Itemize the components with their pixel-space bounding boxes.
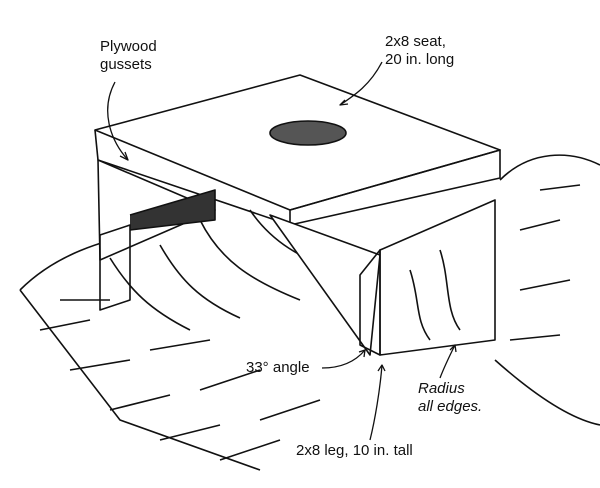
label-seat: 2x8 seat, 20 in. long — [385, 33, 454, 69]
label-line: gussets — [100, 56, 152, 73]
label-leg: 2x8 leg, 10 in. tall — [296, 442, 413, 459]
label-line: Plywood — [100, 38, 157, 55]
label-angle: 33° angle — [246, 359, 310, 376]
leader-lines — [107, 61, 457, 441]
label-plywood-gussets: Plywood gussets — [100, 38, 157, 74]
label-line: Radius — [418, 380, 465, 397]
stool-seat — [94, 74, 501, 226]
roof-ridge — [19, 154, 600, 471]
stool-legs — [99, 189, 496, 356]
label-line: 2x8 seat, — [385, 33, 446, 50]
label-radius: Radius all edges. — [418, 380, 482, 416]
label-line: 20 in. long — [385, 51, 455, 68]
label-line: all edges. — [418, 398, 483, 415]
